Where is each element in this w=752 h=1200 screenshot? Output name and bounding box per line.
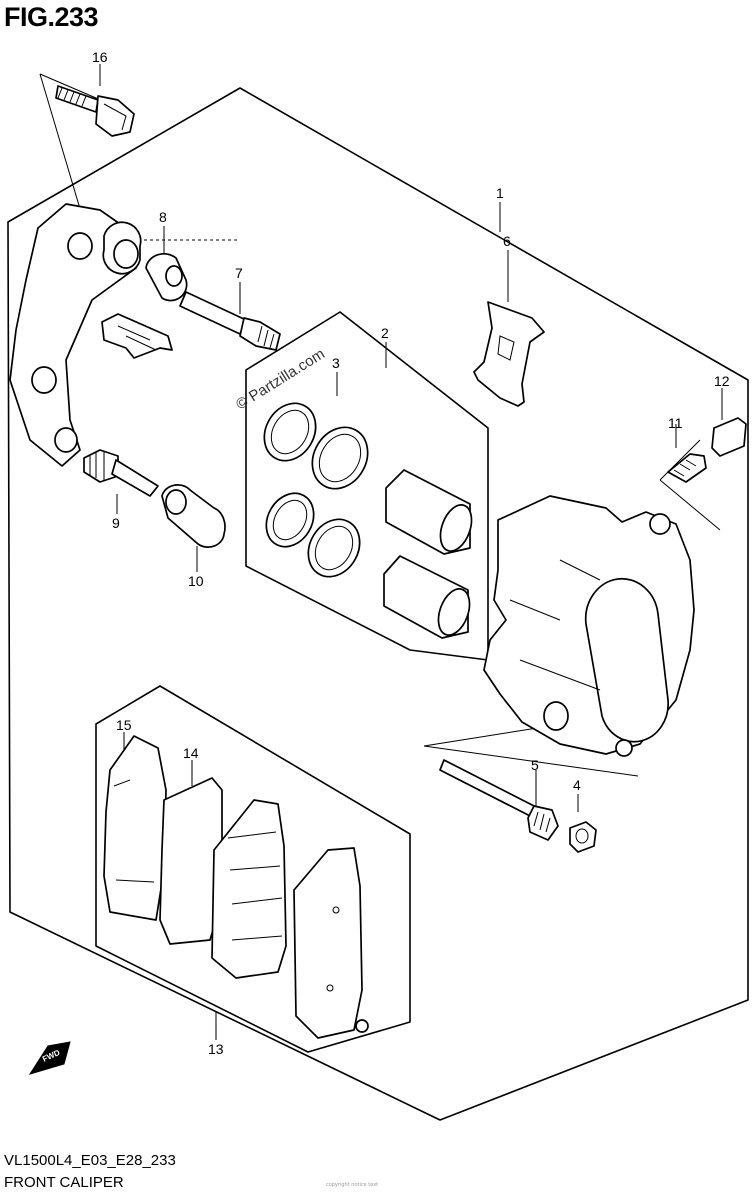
callout-7: 7: [235, 265, 243, 281]
pad-spring-part-6: [473, 301, 545, 407]
nut-part-4: [569, 821, 597, 853]
callout-15: 15: [116, 717, 132, 733]
boot-part-8: [145, 252, 188, 302]
shim-part-15: [103, 735, 167, 921]
slide-pin-part-9: [83, 449, 159, 497]
bleeder-cap-part-12: [711, 417, 747, 457]
callout-2: 2: [381, 325, 389, 341]
callout-9: 9: [112, 515, 120, 531]
callout-11: 11: [668, 415, 683, 431]
brake-pad-inner: [211, 799, 287, 979]
callout-4: 4: [573, 777, 581, 793]
pistons: [383, 469, 473, 639]
seal-rings-part-3: [263, 402, 369, 578]
callout-13: 13: [208, 1041, 224, 1057]
figure-title: FIG.233: [4, 2, 99, 32]
callout-8: 8: [159, 209, 167, 225]
callout-10: 10: [188, 573, 204, 589]
pad-kit-frame: [95, 685, 411, 1053]
callout-6: 6: [503, 233, 511, 249]
watermark: © Partzilla.com: [233, 345, 328, 413]
shim-part-14: [159, 777, 223, 945]
callout-14: 14: [183, 745, 199, 761]
brake-pad-outer: [293, 847, 369, 1039]
boot-part-10: [161, 484, 226, 548]
fine-print: copyright notice text: [326, 1182, 379, 1188]
fwd-arrow-icon: FWD: [28, 1041, 71, 1075]
callout-3: 3: [332, 355, 340, 371]
caliper-body: [483, 495, 695, 757]
callout-12: 12: [714, 373, 730, 389]
callout-labels: 1 2 3 4 5 6 7 8 9 10 11 12 13 14 15 16: [92, 49, 730, 1057]
bleeder-valve-part-11: [667, 453, 707, 483]
slide-pin-part-7: [179, 291, 281, 351]
caliper-bracket: [9, 203, 142, 467]
callout-1: 1: [496, 185, 504, 201]
figure-name: FRONT CALIPER: [4, 1174, 124, 1191]
bolt-part-16: [55, 85, 135, 137]
figure-code: VL1500L4_E03_E28_233: [4, 1152, 176, 1169]
pad-retainer-clip: [101, 313, 173, 359]
callout-5: 5: [531, 757, 539, 773]
assembly-frame: [7, 87, 749, 1121]
pad-pin-part-5: [439, 759, 559, 841]
callout-16: 16: [92, 49, 108, 65]
